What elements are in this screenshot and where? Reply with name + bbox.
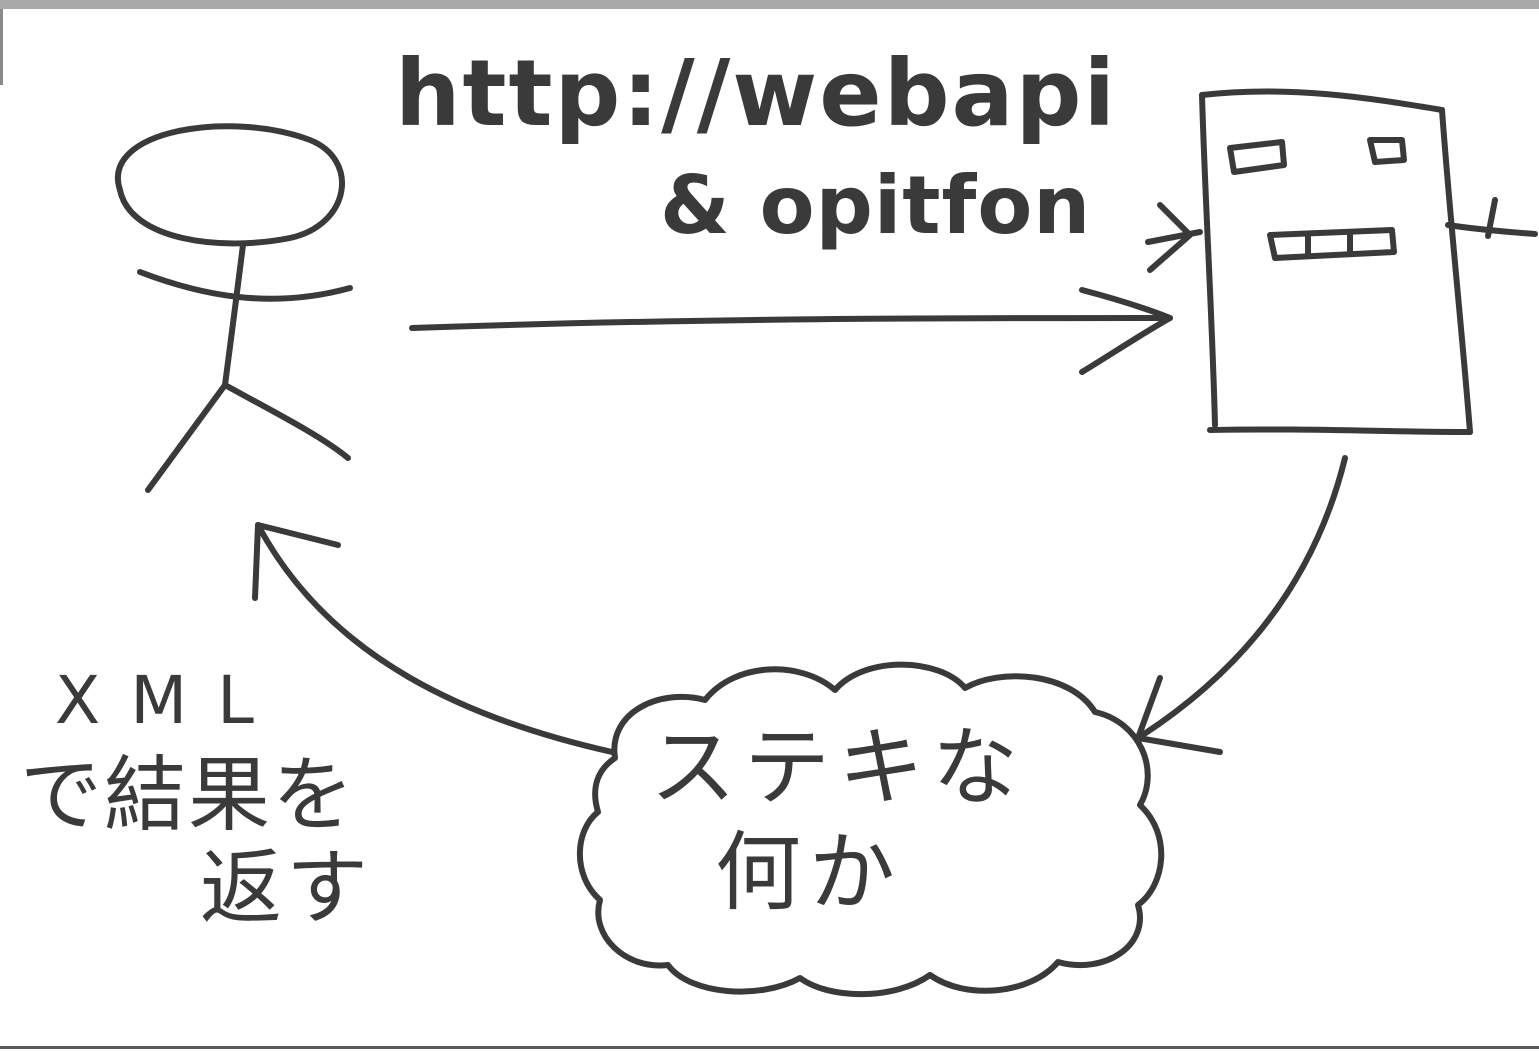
user-torso [222, 242, 246, 388]
result-cloud [577, 661, 1165, 998]
left-border-notch [0, 9, 3, 85]
top-border [0, 0, 1539, 9]
cloud-label-line2: 何か [715, 823, 903, 923]
robot-body-right [1439, 107, 1473, 435]
response-arrow [252, 522, 615, 755]
robot-left-arm [1145, 202, 1203, 273]
robot-mouth [1267, 227, 1397, 261]
user-stick-figure [114, 123, 353, 493]
response-label-line3: 返す [200, 841, 373, 936]
user-arms [137, 269, 353, 302]
robot-right-arm [1445, 197, 1538, 239]
response-label-line2: で結果を [20, 748, 357, 843]
robot-left-eye [1227, 139, 1287, 175]
request-url-label: http://webapi [395, 40, 1118, 147]
robot-body-bottom [1207, 426, 1473, 435]
robot-body-top [1199, 88, 1445, 113]
robot-body-left [1199, 92, 1218, 428]
robot-right-eye [1367, 137, 1407, 165]
user-right-leg [222, 382, 351, 461]
request-options-label: & opitfon [660, 159, 1092, 252]
user-head [114, 123, 346, 247]
bottom-border [0, 1046, 1539, 1049]
cloud-label-line1: ステキな [650, 718, 1026, 818]
process-arrow [1135, 455, 1348, 755]
request-arrow [409, 287, 1173, 375]
user-left-leg [145, 382, 228, 493]
response-format-label: XML [55, 662, 284, 739]
server-robot [1145, 88, 1538, 435]
